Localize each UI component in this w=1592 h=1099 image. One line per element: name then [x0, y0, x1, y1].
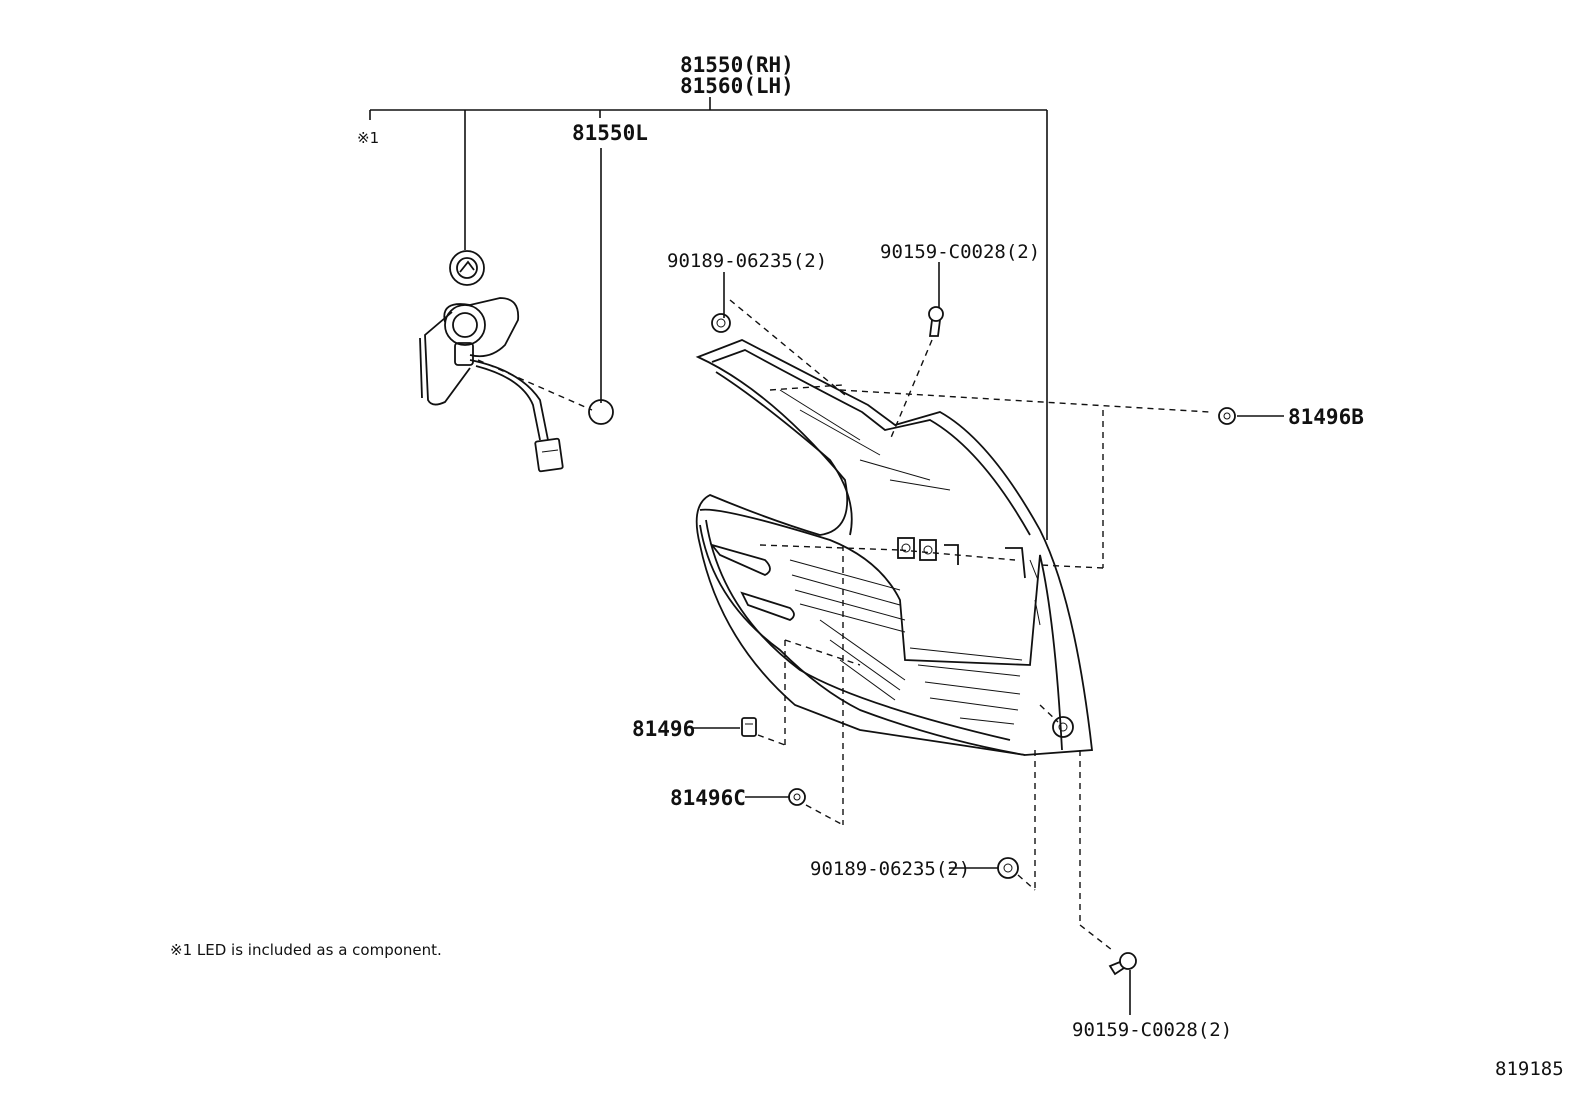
footnote: ※1 LED is included as a component. [170, 941, 442, 959]
leader-mount-dashed [1039, 704, 1059, 723]
clip-b-leaders [769, 384, 1211, 569]
socket-harness [419, 250, 564, 473]
nut-top-icon [711, 313, 731, 333]
tail-lamp-housing [695, 339, 1093, 756]
label-screw-bottom: 90159-C0028(2) [1072, 1019, 1232, 1041]
label-nut-bottom: 90189-06235(2) [810, 858, 970, 880]
label-socket: 81550L [572, 121, 648, 145]
label-assembly-rh: 81550(RH) [680, 53, 794, 77]
leader-nut-bottom-join [1017, 874, 1036, 891]
diagram-id: 819185 [1495, 1058, 1564, 1080]
clip-b-icon [1218, 407, 1236, 425]
label-clip-c: 81496C [670, 786, 746, 810]
assembly-bracket [369, 97, 1048, 540]
label-assembly-lh: 81560(LH) [680, 74, 794, 98]
leader-bulb-dashed [477, 359, 593, 411]
screw-bottom-icon [1108, 952, 1137, 976]
nut-bottom-icon [997, 857, 1019, 879]
label-mark-1: ※1 [357, 129, 379, 147]
label-screw-top: 90159-C0028(2) [880, 241, 1040, 263]
label-clip-b: 81496B [1288, 405, 1364, 429]
leader-clip-join [757, 734, 786, 746]
clip-c-icon [788, 788, 806, 806]
leader-mid-dashed-2 [899, 549, 1016, 561]
clip-icon [741, 717, 757, 737]
leader-clip-c-join [805, 804, 844, 826]
leader-screw-bottom-dashed-2 [1079, 924, 1113, 951]
leader-nut-top-dashed [729, 299, 846, 396]
leader-clip-dashed-2 [784, 639, 861, 666]
leader-screw-top-dashed [889, 339, 933, 441]
bottom-mount-icon [1052, 716, 1074, 738]
bulb-icon [588, 399, 614, 425]
screw-top-icon [928, 306, 944, 337]
leader-mid-dashed [759, 544, 901, 551]
label-clip: 81496 [632, 717, 695, 741]
label-nut-top: 90189-06235(2) [667, 250, 827, 272]
